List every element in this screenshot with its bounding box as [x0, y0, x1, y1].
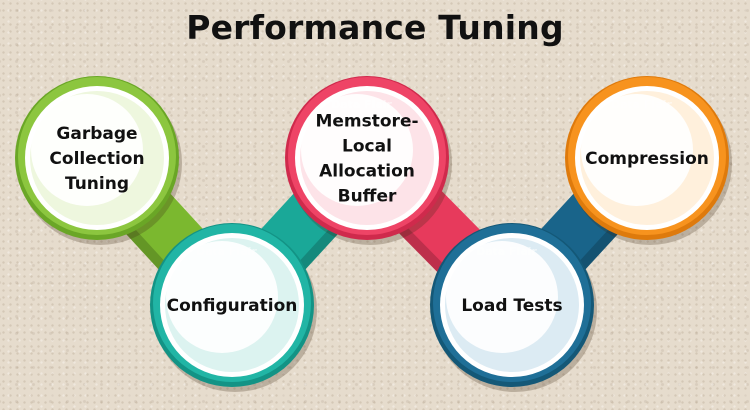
- watermark-text: Data Flair: [611, 98, 673, 111]
- watermark-text: Data Flair: [196, 245, 258, 258]
- node-label-line: Allocation: [319, 162, 415, 182]
- node-label-line: Local: [342, 137, 392, 157]
- diagram-title: Performance Tuning: [186, 8, 564, 47]
- watermark-text: Data Flair: [331, 98, 393, 111]
- node-gloss: [31, 94, 143, 206]
- node-label-line: Load Tests: [461, 296, 562, 316]
- node-label-line: Configuration: [167, 296, 298, 316]
- node-label: Compression: [585, 149, 709, 169]
- node-gloss: [446, 241, 558, 353]
- node-label-line: Collection: [49, 149, 144, 169]
- node-label-line: Compression: [585, 149, 709, 169]
- node-gloss: [301, 94, 413, 206]
- node-label-line: Memstore-: [315, 112, 418, 132]
- node-label-line: Tuning: [65, 174, 129, 194]
- node-label-line: Garbage: [56, 124, 137, 144]
- node-gloss: [581, 94, 693, 206]
- node-label: Configuration: [167, 296, 298, 316]
- node-label-line: Buffer: [338, 187, 397, 207]
- node-gloss: [166, 241, 278, 353]
- watermark-text: Data Flair: [476, 245, 538, 258]
- node-label: Load Tests: [461, 296, 562, 316]
